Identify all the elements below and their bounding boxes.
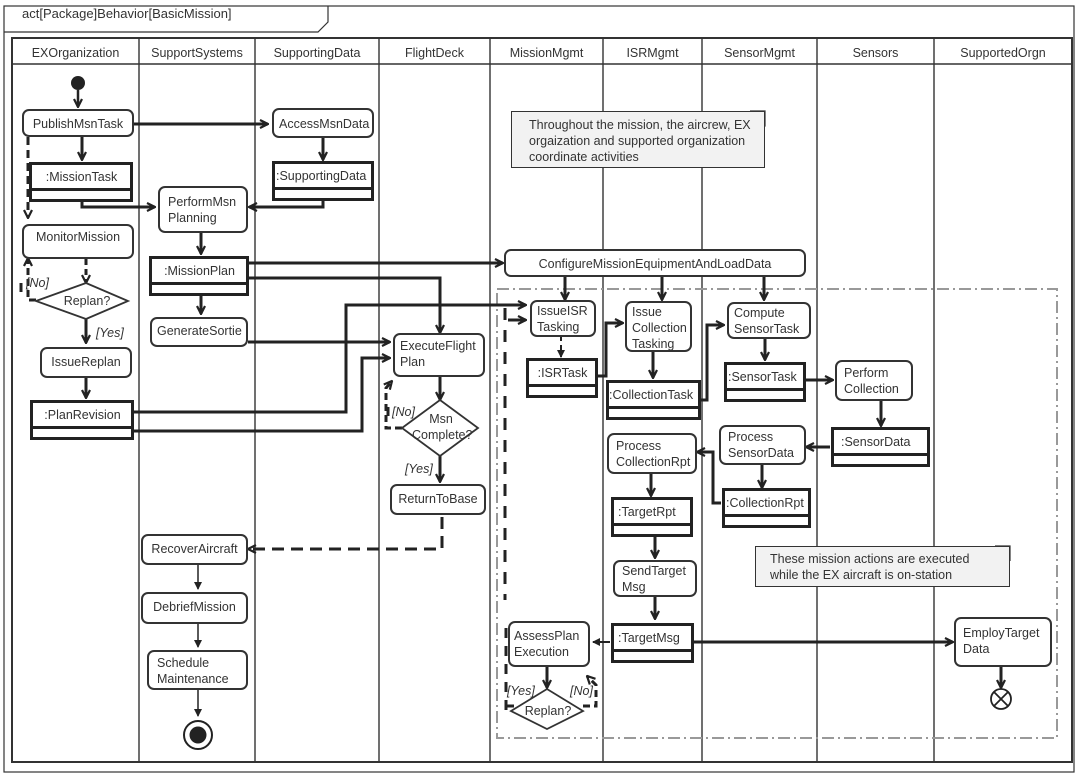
object-target-msg[interactable]: :TargetMsg xyxy=(611,623,694,663)
object-plan-revision[interactable]: :PlanRevision xyxy=(30,400,134,440)
note-coordination: Throughout the mission, the aircrew, EX … xyxy=(511,111,765,168)
object-isr-task-label: :ISRTask xyxy=(529,361,595,387)
action-process-collection-rpt[interactable]: Process CollectionRpt xyxy=(607,433,697,474)
action-perform-collection[interactable]: Perform Collection xyxy=(835,360,913,401)
action-access-msn-data[interactable]: AccessMsnData xyxy=(272,108,374,138)
interrupt-stubs xyxy=(19,283,514,710)
note-on-station: These mission actions are executed while… xyxy=(755,546,1010,587)
action-recover-aircraft[interactable]: RecoverAircraft xyxy=(141,534,248,565)
action-debrief-mission[interactable]: DebriefMission xyxy=(141,592,248,624)
decision-replan-1 xyxy=(33,282,131,320)
object-mission-plan[interactable]: :MissionPlan xyxy=(149,256,249,296)
initial-node xyxy=(71,76,85,90)
object-sensor-data-label: :SensorData xyxy=(834,430,927,456)
guard-yes-replan-2: [Yes] xyxy=(507,684,535,698)
action-send-target-msg[interactable]: SendTarget Msg xyxy=(613,560,697,597)
object-sensor-task-label: :SensorTask xyxy=(727,365,803,391)
decision-replan-2 xyxy=(509,687,585,731)
action-issue-collection-tasking[interactable]: Issue Collection Tasking xyxy=(625,301,692,352)
object-collection-task-label: :CollectionTask xyxy=(609,383,698,409)
action-compute-sensor-task[interactable]: Compute SensorTask xyxy=(727,302,811,339)
lane-header-isrmgmt: ISRMgmt xyxy=(626,46,679,60)
activity-final-node xyxy=(183,720,213,750)
object-mission-task-label: :MissionTask xyxy=(32,165,130,191)
action-publish-msn-task[interactable]: PublishMsnTask xyxy=(22,109,134,137)
frame-title: act[Package]Behavior[BasicMission] xyxy=(22,6,232,21)
object-supporting-data[interactable]: :SupportingData xyxy=(272,161,374,201)
decision-msn-complete-label: Msn Complete? xyxy=(412,412,473,442)
lane-header-flightdeck: FlightDeck xyxy=(404,46,465,60)
action-schedule-maintenance[interactable]: Schedule Maintenance xyxy=(147,650,248,690)
object-sensor-task[interactable]: :SensorTask xyxy=(724,362,806,402)
action-assess-plan-execution[interactable]: AssessPlan Execution xyxy=(508,621,590,667)
lane-header-sensormgmt: SensorMgmt xyxy=(724,46,795,60)
object-collection-rpt-label: :CollectionRpt xyxy=(725,491,808,517)
activity-frame xyxy=(3,5,1075,773)
lane-header-supportedorgn: SupportedOrgn xyxy=(960,46,1046,60)
lane-header-sensors: Sensors xyxy=(852,46,899,60)
guard-no-replan-2: [No] xyxy=(570,684,593,698)
object-collection-task[interactable]: :CollectionTask xyxy=(606,380,701,420)
action-execute-flight-plan[interactable]: ExecuteFlight Plan xyxy=(393,333,485,377)
decision-msn-complete xyxy=(400,398,480,458)
lane-header-missionmgmt: MissionMgmt xyxy=(509,46,584,60)
decision-replan-2-label: Replan? xyxy=(524,704,572,718)
action-employ-target-data[interactable]: EmployTarget Data xyxy=(954,617,1052,667)
object-target-rpt-label: :TargetRpt xyxy=(614,500,690,526)
guard-no-replan-1: [No] xyxy=(26,276,49,290)
object-plan-revision-label: :PlanRevision xyxy=(33,403,131,429)
object-sensor-data[interactable]: :SensorData xyxy=(831,427,930,467)
object-mission-task[interactable]: :MissionTask xyxy=(29,162,133,202)
action-generate-sortie[interactable]: GenerateSortie xyxy=(150,317,248,347)
object-target-rpt[interactable]: :TargetRpt xyxy=(611,497,693,537)
object-collection-rpt[interactable]: :CollectionRpt xyxy=(722,488,811,528)
action-configure-mission-equipment[interactable]: ConfigureMissionEquipmentAndLoadData xyxy=(504,249,806,277)
action-perform-msn-planning[interactable]: PerformMsn Planning xyxy=(158,186,248,233)
lane-header-exorganization: EXOrganization xyxy=(31,46,120,60)
interruptible-region xyxy=(496,288,1058,739)
flow-final-node xyxy=(990,688,1012,710)
lane-header-supportsystems: SupportSystems xyxy=(151,46,243,60)
guard-yes-replan-1: [Yes] xyxy=(96,326,124,340)
action-return-to-base[interactable]: ReturnToBase xyxy=(390,484,486,515)
object-target-msg-label: :TargetMsg xyxy=(614,626,691,652)
action-issue-replan[interactable]: IssueReplan xyxy=(40,347,132,378)
object-isr-task[interactable]: :ISRTask xyxy=(526,358,598,398)
control-flows xyxy=(28,124,1001,708)
object-mission-plan-label: :MissionPlan xyxy=(152,259,246,285)
guard-no-msn-complete: [No] xyxy=(392,405,415,419)
action-monitor-mission[interactable]: MonitorMission xyxy=(22,224,134,259)
guard-yes-msn-complete: [Yes] xyxy=(405,462,433,476)
action-process-sensor-data[interactable]: Process SensorData xyxy=(719,425,806,465)
object-supporting-data-label: :SupportingData xyxy=(275,164,371,190)
decision-replan-1-label: Replan? xyxy=(63,294,111,308)
action-issue-isr-tasking[interactable]: IssueISR Tasking xyxy=(530,300,596,337)
lane-header-supportingdata: SupportingData xyxy=(273,46,361,60)
